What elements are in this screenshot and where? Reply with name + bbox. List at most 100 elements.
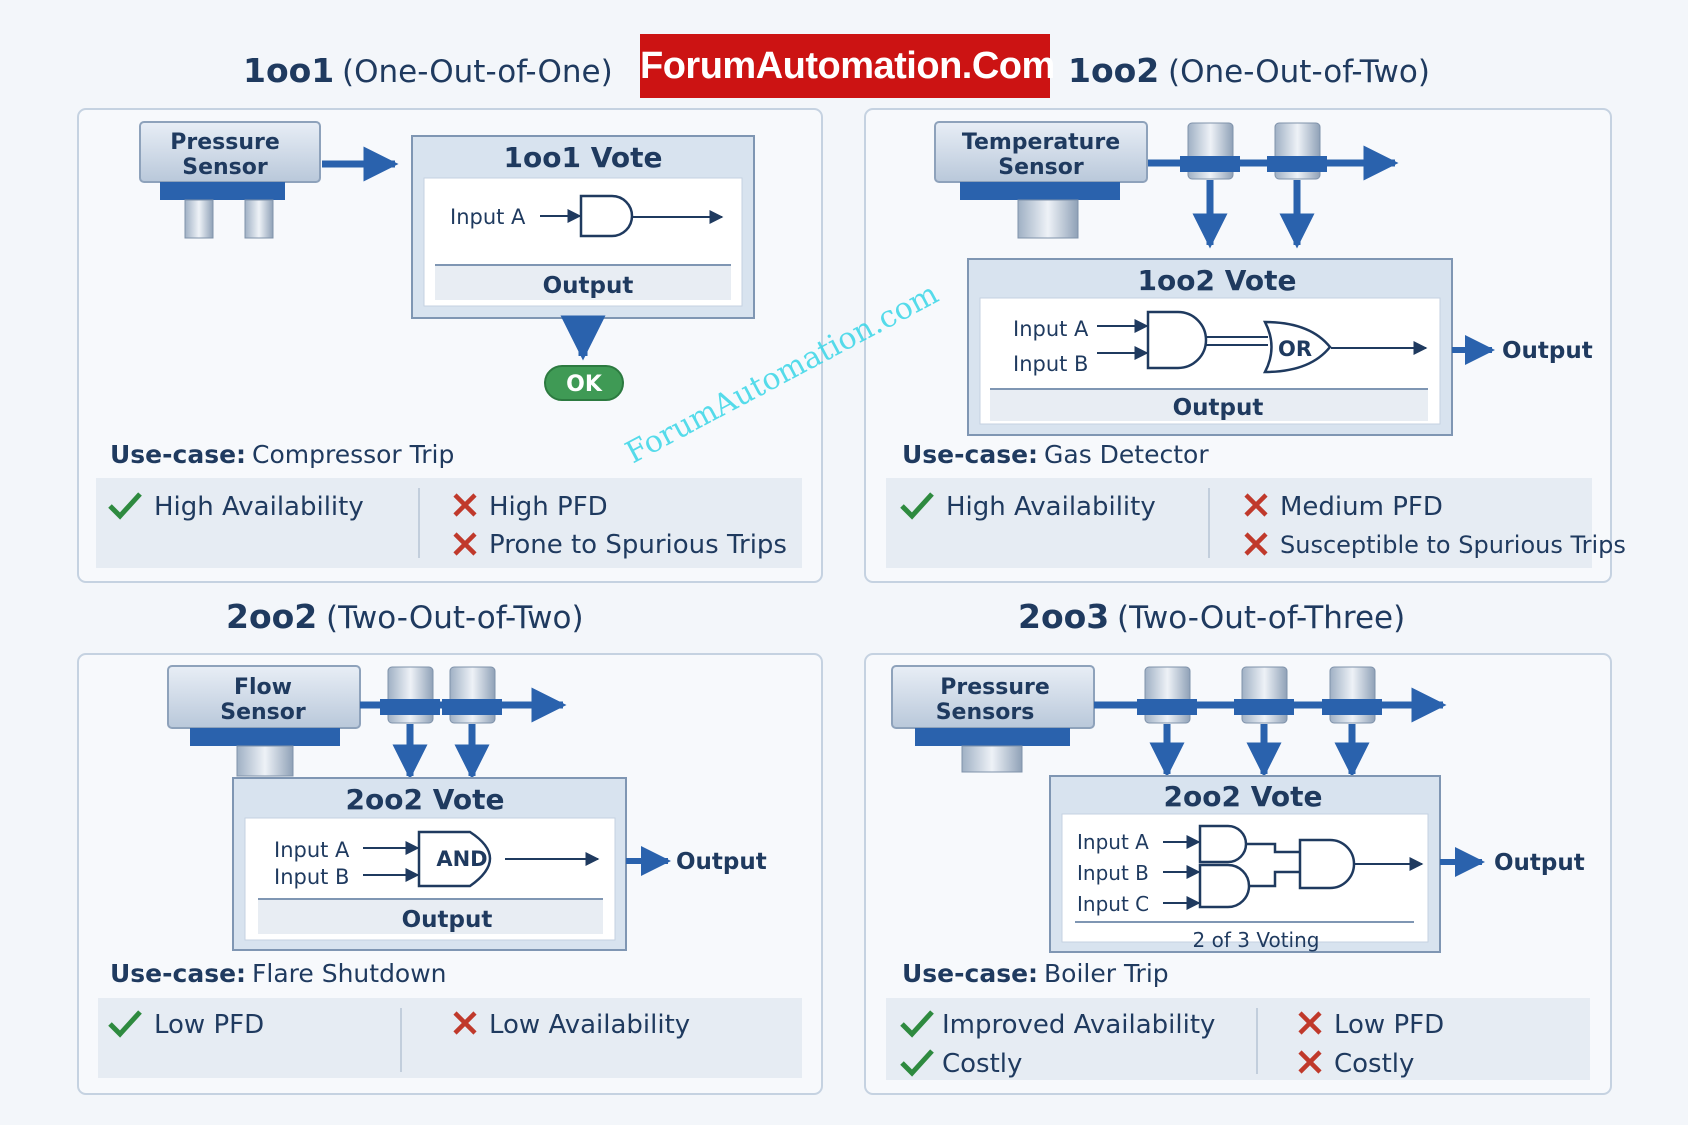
panel-1oo2-output-label: Output [1173,395,1264,421]
panel-1oo2-con-1: Susceptible to Spurious Trips [1280,531,1626,559]
panel-2oo3-name: (Two-Out-of-Three) [1117,600,1405,636]
panel-2oo3-con-0: Low PFD [1334,1010,1444,1040]
panel-1oo2-vote-title: 1oo2 Vote [1138,264,1297,297]
pressure-sensor-icon [139,121,321,239]
panel-1oo1-pro-0: High Availability [154,492,364,522]
panel-1oo1-con-1: Prone to Spurious Trips [489,530,787,560]
panel-2oo3-sensor-line1: Pressure [940,675,1050,700]
panel-2oo3-voting-note: 2 of 3 Voting [1193,928,1320,952]
transmitter-icon [1322,666,1382,724]
panel-1oo1-usecase-label: Use-case: [110,440,246,469]
panel-1oo2-gate-label: OR [1278,337,1312,361]
panel-2oo3-con-1: Costly [1334,1049,1414,1079]
panel-2oo3-output-ext: Output [1494,850,1585,876]
temperature-sensor-icon [934,121,1148,239]
cross-icon [1244,493,1268,517]
panel-2oo2-input-a: Input A [274,838,350,862]
panel-2oo2-con-0: Low Availability [489,1010,690,1040]
panel-1oo1-usecase-value: Compressor Trip [252,440,454,469]
panel-2oo2-usecase-label: Use-case: [110,959,246,988]
flow-sensor-icon [167,665,361,777]
panel-2oo3-pro-1: Costly [942,1049,1022,1079]
panel-1oo2-sensor-line1: Temperature [962,130,1120,155]
and-gate-icon [1146,310,1208,370]
panel-1oo1-sensor-line2: Sensor [182,155,268,180]
and-gate-icon [1198,824,1248,864]
panel-2oo3-proscons [886,998,1590,1080]
cross-icon [453,532,477,556]
panel-2oo3-code: 2oo3 [1018,597,1109,636]
cross-icon [453,1011,477,1035]
panel-2oo3-pro-0: Improved Availability [942,1010,1215,1040]
panel-1oo1-con-0: High PFD [489,492,608,522]
panel-2oo2-output-ext: Output [676,849,767,875]
transmitter-icon [1267,122,1327,180]
panel-2oo2-sensor-line1: Flow [234,675,292,700]
panel-2oo3-input-b: Input B [1077,861,1149,885]
check-icon [900,1010,934,1038]
panel-1oo1-sensor-line1: Pressure [170,130,280,155]
panel-2oo2-output-label: Output [402,907,493,933]
panel-2oo2-pro-0: Low PFD [154,1010,264,1040]
and-gate-icon [1198,863,1251,909]
panel-1oo2-con-0: Medium PFD [1280,492,1443,522]
and-gate-icon [417,830,492,888]
panel-1oo2-input-b: Input B [1013,352,1088,376]
panel-1oo1-proscons [96,478,802,568]
cross-icon [1298,1050,1322,1074]
panel-2oo2-code: 2oo2 [226,597,317,636]
check-icon [108,492,142,520]
panel-2oo2-sensor-line2: Sensor [220,700,306,725]
cross-icon [1298,1011,1322,1035]
panel-2oo3-usecase-label: Use-case: [902,959,1038,988]
panel-2oo3: 2oo3 (Two-Out-of-Three) Pressure Sensors… [864,597,1612,1095]
panel-2oo3-sensor-line2: Sensors [936,700,1035,725]
panel-2oo2-usecase-value: Flare Shutdown [252,959,447,988]
panel-1oo2-pro-0: High Availability [946,492,1156,522]
or-gate-icon [1262,320,1332,374]
panel-1oo1-name: (One-Out-of-One) [342,54,613,90]
panel-1oo2-input-a: Input A [1013,317,1089,341]
panel-2oo2-input-b: Input B [274,865,349,889]
check-icon [900,1049,934,1077]
forumautomation-banner: ForumAutomation.Com [640,34,1055,98]
panel-2oo2-proscons [98,998,802,1078]
cross-icon [453,493,477,517]
panel-1oo1-and-gate-icon [579,194,634,238]
check-icon [900,492,934,520]
transmitter-icon [1234,666,1294,724]
cross-icon [1244,532,1268,556]
panel-2oo2-gate-label: AND [436,847,487,871]
panel-2oo2-name: (Two-Out-of-Two) [326,600,584,636]
check-icon [108,1010,142,1038]
and-gate-icon [1298,838,1356,890]
panel-2oo3-input-c: Input C [1077,892,1149,916]
panel-2oo2-vote-title: 2oo2 Vote [346,783,505,816]
panel-1oo1-code: 1oo1 [243,51,334,90]
transmitter-icon [380,666,440,724]
panel-2oo3-input-a: Input A [1077,830,1149,854]
panel-1oo1-input-a: Input A [450,205,526,229]
panel-1oo1: 1oo1 (One-Out-of-One) Pressure Sensor 1o… [77,51,823,583]
panel-1oo2-usecase-label: Use-case: [902,440,1038,469]
panel-1oo2-name: (One-Out-of-Two) [1168,54,1430,90]
transmitter-icon [442,666,502,724]
panel-1oo2-code: 1oo2 [1068,51,1159,90]
ok-badge-label: OK [566,372,603,397]
panel-1oo2-output-ext: Output [1502,338,1593,364]
panel-1oo2-usecase-value: Gas Detector [1044,440,1209,469]
ok-badge [544,365,624,401]
panel-1oo1-vote-title: 1oo1 Vote [504,141,663,174]
panel-1oo2: 1oo2 (One-Out-of-Two) Temperature Sensor… [864,51,1626,583]
transmitter-icon [1137,666,1197,724]
panel-2oo3-vote-title: 2oo2 Vote [1164,780,1323,813]
panel-2oo2: 2oo2 (Two-Out-of-Two) Flow Sensor 2oo2 V… [77,597,823,1095]
panel-1oo2-sensor-line2: Sensor [998,155,1084,180]
panel-2oo3-usecase-value: Boiler Trip [1044,959,1169,988]
transmitter-icon [1180,122,1240,180]
panel-1oo2-proscons [886,478,1592,568]
pressure-sensors-icon [891,665,1095,773]
panel-1oo1-output-label: Output [543,273,634,299]
